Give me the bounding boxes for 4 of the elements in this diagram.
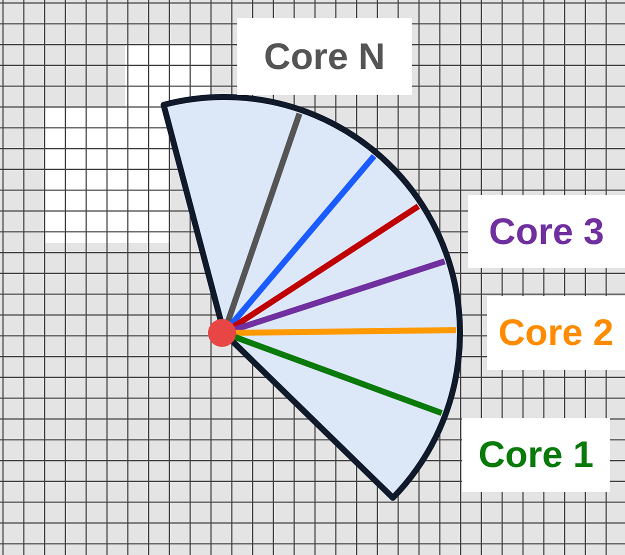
core-label: Core N xyxy=(237,18,412,95)
core-label: Core 2 xyxy=(487,296,625,370)
core-label: Core 3 xyxy=(468,195,625,268)
core-label: Core 1 xyxy=(462,418,610,492)
